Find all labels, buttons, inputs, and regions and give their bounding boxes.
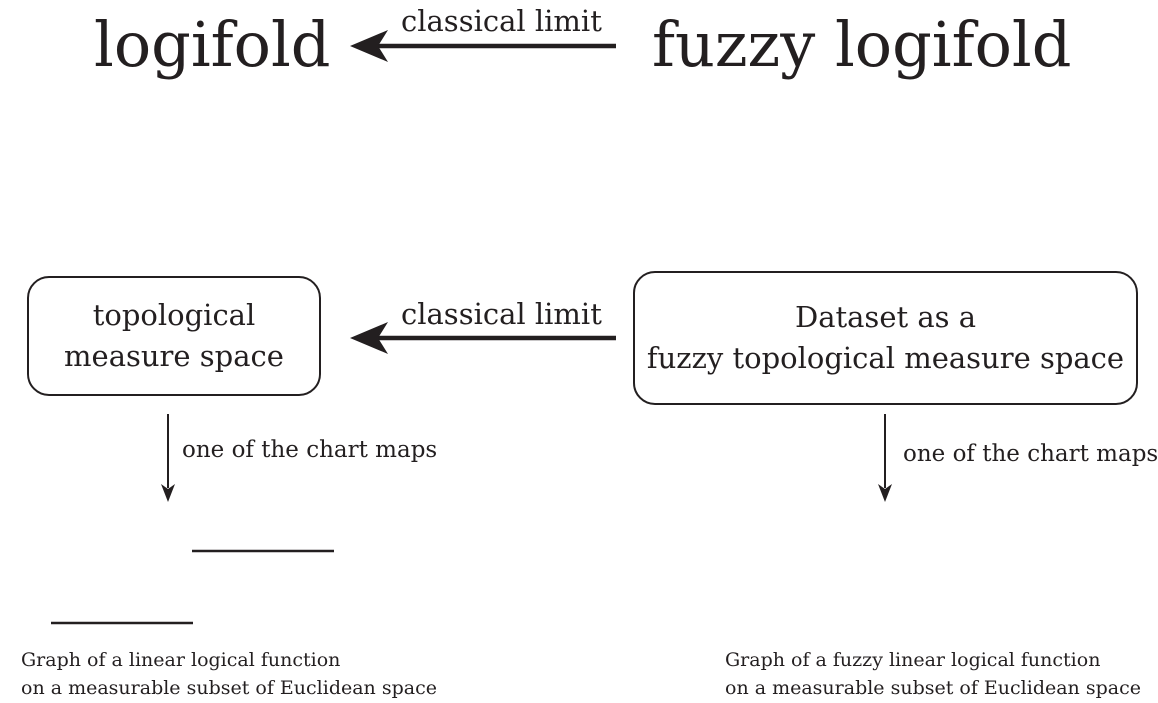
right-box-line1: Dataset as a <box>794 300 977 335</box>
fuzzy-topological-measure-space-box: Dataset as a fuzzy topological measure s… <box>633 271 1138 405</box>
middle-arrow-label: classical limit <box>401 297 602 331</box>
top-arrow-label: classical limit <box>401 4 602 38</box>
left-box-line1: topological <box>92 298 256 333</box>
right-box-line2: fuzzy topological measure space <box>646 341 1125 375</box>
right-caption-line2: on a measurable subset of Euclidean spac… <box>725 676 1141 699</box>
linear-logical-function-graph <box>51 549 334 625</box>
top-classical-limit-arrow <box>350 30 616 62</box>
right-graph-caption: Graph of a fuzzy linear logical function… <box>725 647 1141 702</box>
right-caption-line1: Graph of a fuzzy linear logical function <box>725 649 1101 671</box>
logifold-title: logifold <box>94 8 331 81</box>
fuzzy-linear-logical-function-graph <box>761 546 1045 622</box>
left-caption-line1: Graph of a linear logical function <box>21 649 341 671</box>
left-box-line2: measure space <box>64 339 284 373</box>
topological-measure-space-box: topological measure space <box>27 276 321 396</box>
left-chart-map-label: one of the chart maps <box>182 437 438 463</box>
right-chart-map-label: one of the chart maps <box>903 441 1158 467</box>
left-graph-caption: Graph of a linear logical function on a … <box>21 647 437 702</box>
middle-classical-limit-arrow <box>350 322 616 354</box>
left-caption-line2: on a measurable subset of Euclidean spac… <box>21 676 437 699</box>
right-chart-map-arrow <box>878 414 892 502</box>
fuzzy-logifold-title: fuzzy logifold <box>652 8 1072 81</box>
left-chart-map-arrow <box>161 414 175 502</box>
